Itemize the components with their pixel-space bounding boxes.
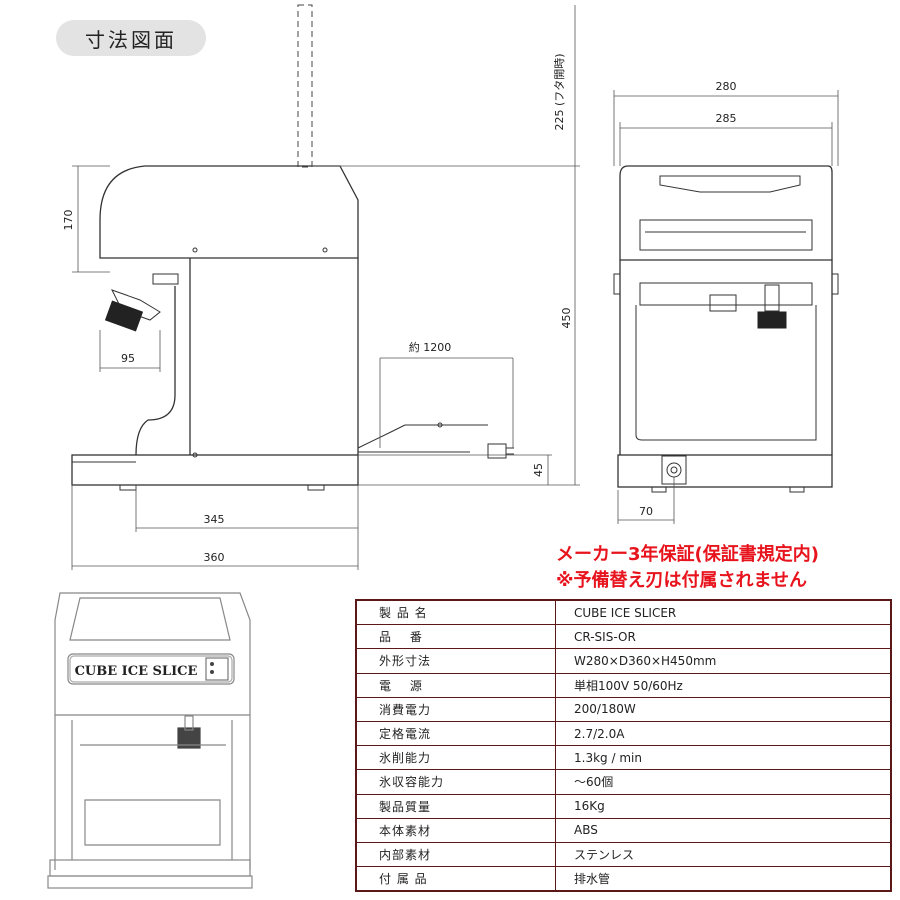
warranty-notice: メーカー3年保証(保証書規定内) [556,544,819,565]
spec-label: 付 属 品 [356,866,556,892]
spec-label: 消費電力 [356,697,556,722]
dim-base-depth: 345 [204,513,225,526]
table-row: 電 源単相100V 50/60Hz [356,673,891,698]
spec-value: ステンレス [555,842,891,868]
dim-height: 450 [560,308,573,329]
table-row: 内部素材ステンレス [356,842,891,868]
spec-label: 外形寸法 [356,648,556,674]
spec-label: 電 源 [356,673,556,698]
dim-depth: 360 [204,551,225,564]
spec-label: 製品質量 [356,794,556,819]
dim-width-outer: 280 [716,80,737,93]
spec-label: 品 番 [356,624,556,650]
spec-value: 200/180W [555,697,891,722]
spec-value: 2.7/2.0A [555,721,891,747]
spec-value: W280×D360×H450mm [555,648,891,674]
spec-label: 内部素材 [356,842,556,868]
spec-value: 単相100V 50/60Hz [555,673,891,698]
dim-base: 45 [532,463,545,477]
spec-value: ～60個 [555,769,891,795]
dim-side-offset: 70 [639,505,653,518]
spec-label: 氷収容能力 [356,769,556,795]
page-title: 寸法図面 [56,20,206,56]
dim-spout: 95 [121,352,135,365]
spec-value: CR-SIS-OR [555,624,891,650]
dim-lid-open: 225 (フタ開時) [553,53,566,130]
spec-label: 製 品 名 [356,600,556,626]
spec-value: CUBE ICE SLICER [555,600,891,626]
dim-cord: 約 1200 [409,340,452,354]
spec-value: 16Kg [555,794,891,819]
spec-value: ABS [555,818,891,843]
front-view: 280 285 70 [613,80,839,524]
side-view: 225 (フタ開時) 450 170 95 約 1200 45 345 360 [62,4,580,570]
spec-label: 本体素材 [356,818,556,843]
blade-notice: ※予備替え刃は付属されません [556,570,807,591]
spec-label: 定格電流 [356,721,556,747]
product-label-text: CUBE ICE SLICE [75,664,198,679]
spec-value: 排水管 [574,872,611,887]
dim-width-inner: 285 [716,112,737,125]
product-outline: CUBE ICE SLICE [47,592,253,889]
spec-label: 氷削能力 [356,745,556,771]
dim-top-section: 170 [62,210,75,231]
table-row: 付 属 品 排水管 [356,866,891,892]
spec-value: 1.3kg / min [555,745,891,771]
table-row: 氷収容能力～60個 [356,769,891,795]
